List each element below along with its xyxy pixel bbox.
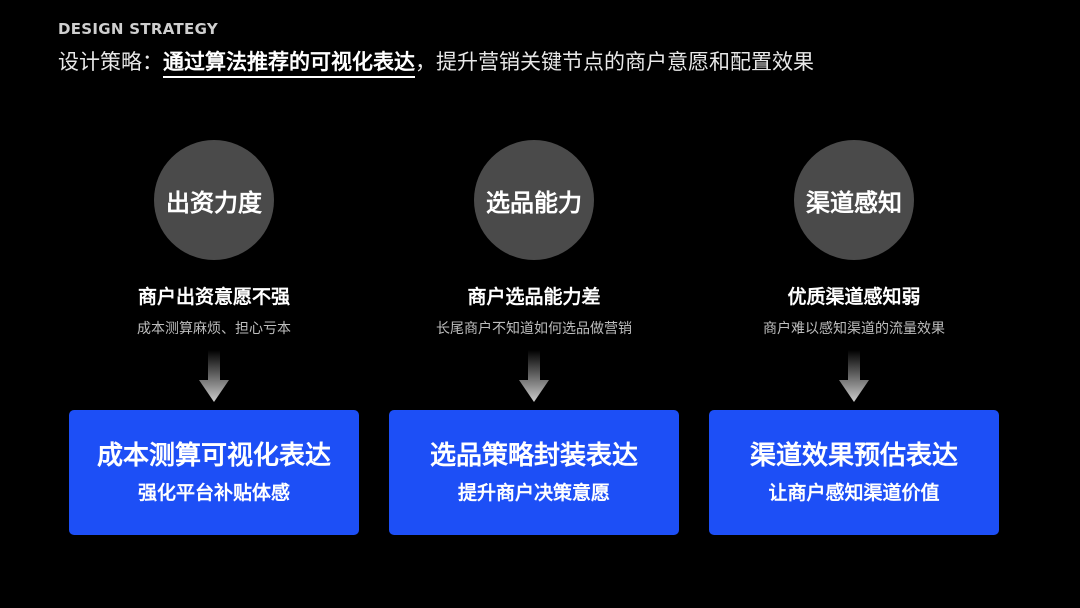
headline-suffix: ，提升营销关键节点的商户意愿和配置效果 — [415, 50, 814, 74]
arrow-down-icon — [839, 350, 869, 402]
problem-title: 商户出资意愿不强 — [137, 286, 290, 308]
strategy-column-funding: 出资力度 商户出资意愿不强 成本测算麻烦、担心亏本 成本测算可视化表达 强化平台… — [64, 140, 364, 540]
problem-detail: 商户难以感知渠道的流量效果 — [763, 321, 945, 337]
solution-subtitle: 提升商户决策意愿 — [457, 482, 610, 505]
strategy-headline: 设计策略：通过算法推荐的可视化表达，提升营销关键节点的商户意愿和配置效果 — [58, 46, 814, 78]
solution-card: 选品策略封装表达 提升商户决策意愿 — [389, 410, 679, 535]
headline-highlight: 通过算法推荐的可视化表达 — [163, 50, 415, 78]
problem-title: 商户选品能力差 — [467, 286, 601, 308]
solution-title: 选品策略封装表达 — [429, 440, 638, 471]
problem-detail: 成本测算麻烦、担心亏本 — [137, 321, 291, 337]
arrow-down-icon — [519, 350, 549, 402]
problem-title: 优质渠道感知弱 — [787, 286, 921, 308]
topic-circle: 渠道感知 — [794, 140, 914, 260]
problem-detail: 长尾商户不知道如何选品做营销 — [436, 321, 632, 337]
strategy-column-selection: 选品能力 商户选品能力差 长尾商户不知道如何选品做营销 选品策略封装表达 提升商… — [384, 140, 684, 540]
solution-subtitle: 强化平台补贴体感 — [137, 482, 290, 505]
solution-subtitle: 让商户感知渠道价值 — [768, 482, 940, 505]
topic-circle: 选品能力 — [474, 140, 594, 260]
solution-title: 成本测算可视化表达 — [96, 440, 331, 471]
eyebrow-label: DESIGN STRATEGY — [58, 20, 219, 38]
topic-circle: 出资力度 — [154, 140, 274, 260]
solution-title: 渠道效果预估表达 — [749, 440, 958, 471]
solution-card: 成本测算可视化表达 强化平台补贴体感 — [69, 410, 359, 535]
strategy-column-channel: 渠道感知 优质渠道感知弱 商户难以感知渠道的流量效果 渠道效果预估表达 让商户感… — [704, 140, 1004, 540]
solution-card: 渠道效果预估表达 让商户感知渠道价值 — [709, 410, 999, 535]
arrow-down-icon — [199, 350, 229, 402]
headline-prefix: 设计策略： — [58, 50, 163, 74]
